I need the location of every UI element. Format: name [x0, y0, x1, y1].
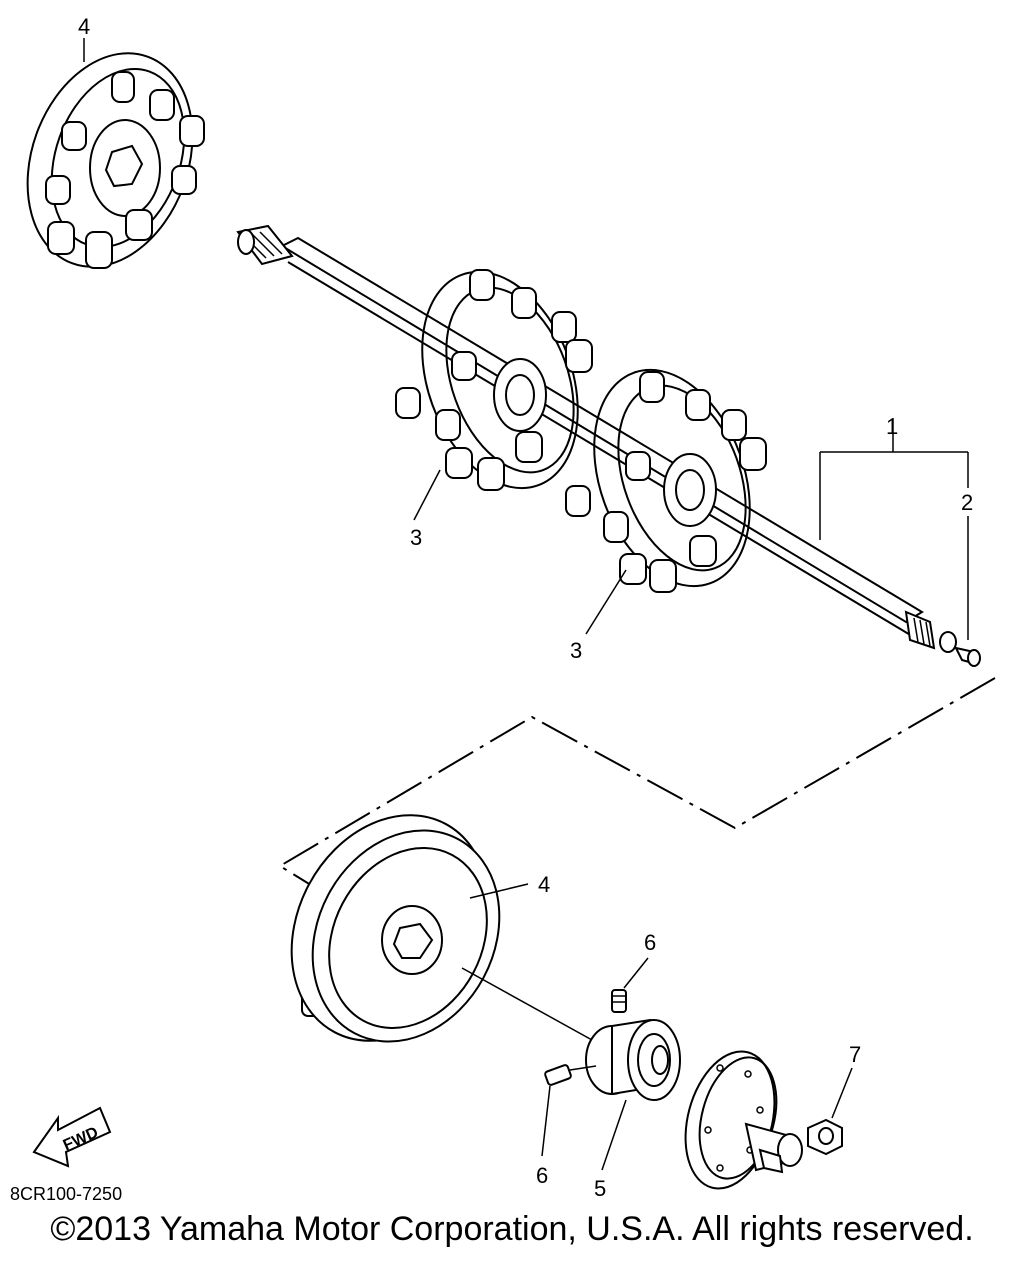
callout-5: 5 — [594, 1176, 606, 1201]
copyright-notice: ©2013 Yamaha Motor Corporation, U.S.A. A… — [50, 1210, 974, 1248]
leader-5 — [601, 1099, 627, 1171]
leader-3b — [585, 569, 627, 635]
fwd-arrow-icon: FWD — [32, 1106, 112, 1168]
leader-3a — [413, 469, 441, 521]
callout-2: 2 — [961, 490, 973, 515]
callout-3-lower: 3 — [570, 638, 582, 663]
callout-6-top: 6 — [644, 930, 656, 955]
shaft-end-collar — [939, 631, 981, 667]
callout-4-bottom: 4 — [538, 872, 550, 897]
sprocket-wheel-top-left — [26, 52, 205, 269]
callout-7: 7 — [849, 1042, 861, 1067]
callout-4-top: 4 — [78, 14, 90, 39]
lock-nut — [807, 1118, 843, 1156]
bearing-assembly — [585, 1018, 681, 1101]
set-screw-bottom — [544, 1064, 597, 1086]
leader-7 — [831, 1067, 853, 1119]
sprocket-right — [565, 368, 767, 593]
diagram-code: 8CR100-7250 — [10, 1184, 122, 1204]
callout-3-upper: 3 — [410, 525, 422, 550]
flange-hub — [684, 1050, 803, 1190]
leader-6-top — [623, 957, 649, 989]
set-screw-top — [611, 989, 627, 1013]
idler-wheel-bottom — [290, 814, 501, 1043]
callout-6-bottom: 6 — [536, 1163, 548, 1188]
hub-connector-line — [461, 967, 593, 1041]
callout-1: 1 — [886, 414, 898, 439]
leader-4-bottom — [469, 883, 529, 899]
callout-bracket-1-2 — [819, 418, 969, 640]
drive-shaft — [236, 224, 936, 650]
leader-6-bottom — [541, 1085, 551, 1157]
sprocket-middle — [395, 269, 593, 491]
